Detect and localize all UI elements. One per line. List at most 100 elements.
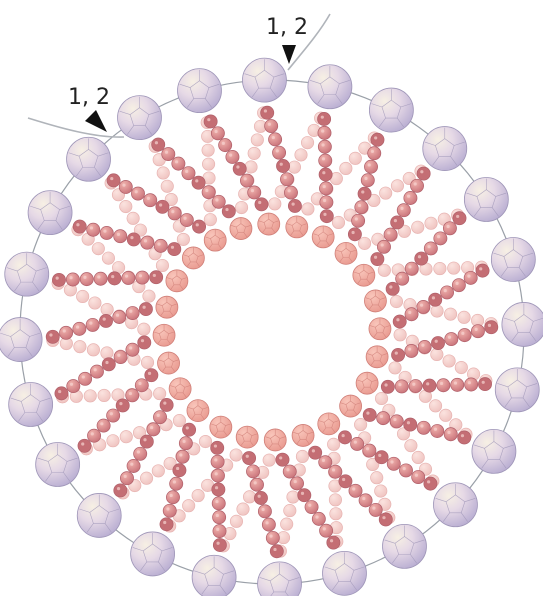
- spoke-bead-highlight: [435, 340, 438, 343]
- spoke-bead: [452, 279, 465, 292]
- spoke-bead-highlight: [94, 368, 97, 371]
- spoke-bead: [86, 318, 99, 331]
- spoke-bead: [87, 223, 100, 236]
- spoke-bead: [351, 437, 364, 450]
- outer-bead: [258, 562, 302, 596]
- back-spoke-bead: [431, 305, 443, 317]
- spoke-bead-highlight: [258, 495, 261, 498]
- spoke-bead-highlight: [408, 348, 411, 351]
- spoke-bead-highlight: [437, 235, 440, 238]
- spoke-bead: [211, 469, 224, 482]
- spoke-bead: [369, 503, 382, 516]
- spoke-bead: [172, 157, 185, 170]
- back-spoke-bead: [458, 311, 470, 323]
- spoke-bead: [126, 306, 139, 319]
- back-spoke-bead: [120, 200, 132, 212]
- outer-bead: [322, 551, 366, 595]
- spoke-bead: [387, 457, 400, 470]
- outer-bead: [308, 65, 352, 109]
- spoke-bead: [136, 271, 149, 284]
- spoke-bead: [417, 421, 430, 434]
- back-spoke-bead: [182, 499, 194, 511]
- back-spoke-bead: [141, 356, 153, 368]
- spoke-bead-highlight: [393, 418, 396, 421]
- spoke-bead: [478, 378, 491, 391]
- back-spoke-bead: [448, 262, 460, 274]
- spoke-bead-highlight: [444, 289, 447, 292]
- outer-bead: [423, 127, 467, 171]
- spoke-bead: [100, 226, 113, 239]
- spoke-bead: [160, 518, 173, 531]
- back-spoke-bead: [332, 216, 344, 228]
- spoke-bead-highlight: [321, 143, 324, 146]
- spoke-bead-highlight: [420, 304, 423, 307]
- spoke-bead-highlight: [279, 456, 282, 459]
- spoke-bead-highlight: [361, 190, 364, 193]
- spoke-bead: [377, 412, 390, 425]
- spoke-bead-highlight: [408, 311, 411, 314]
- spoke-bead-highlight: [448, 336, 451, 339]
- spoke-bead: [233, 162, 246, 175]
- outer-bead: [242, 58, 286, 102]
- spoke-bead-highlight: [456, 215, 459, 218]
- spoke-bead: [119, 180, 132, 193]
- back-spoke-bead: [199, 435, 211, 447]
- back-spoke-bead: [444, 308, 456, 320]
- spoke-bead-highlight: [246, 455, 249, 458]
- spoke-bead-highlight: [362, 497, 365, 500]
- spoke-bead: [192, 176, 205, 189]
- spoke-bead: [451, 378, 464, 391]
- spoke-bead-highlight: [479, 267, 482, 270]
- spoke-bead: [94, 272, 107, 285]
- spoke-bead-highlight: [272, 136, 275, 139]
- spoke-bead: [415, 252, 428, 265]
- back-spoke-bead: [354, 418, 366, 430]
- spoke-bead: [444, 428, 457, 441]
- spoke-bead-highlight: [371, 150, 374, 153]
- spoke-bead: [386, 282, 399, 295]
- spoke-bead: [59, 326, 72, 339]
- outer-bead: [36, 442, 80, 486]
- spoke-bead-highlight: [420, 170, 423, 173]
- spoke-bead: [160, 398, 173, 411]
- spoke-bead: [458, 431, 471, 444]
- outer-bead: [28, 191, 72, 235]
- inner-bead: [369, 318, 391, 340]
- spoke-bead-highlight: [216, 514, 219, 517]
- spoke-bead-highlight: [214, 458, 217, 461]
- spoke-bead-highlight: [250, 468, 253, 471]
- back-spoke-bead: [330, 508, 342, 520]
- spoke-bead: [298, 489, 311, 502]
- outer-bead: [67, 137, 111, 181]
- spoke-bead: [349, 484, 362, 497]
- spoke-bead: [212, 195, 225, 208]
- spoke-bead: [212, 497, 225, 510]
- back-spoke-bead: [243, 491, 255, 503]
- spoke-bead: [280, 173, 293, 186]
- inner-bead: [364, 290, 386, 312]
- spoke-bead: [153, 411, 166, 424]
- spoke-bead: [141, 236, 154, 249]
- spoke-bead: [288, 199, 301, 212]
- outer-bead: [131, 532, 175, 576]
- spoke-bead-highlight: [105, 361, 108, 364]
- back-spoke-bead: [358, 237, 370, 249]
- spoke-bead-highlight: [269, 535, 272, 538]
- spoke-bead-highlight: [394, 219, 397, 222]
- back-spoke-bead: [152, 465, 164, 477]
- spoke-bead: [393, 315, 406, 328]
- back-spoke-bead: [153, 387, 165, 399]
- spoke-bead-highlight: [171, 246, 174, 249]
- spoke-bead: [320, 210, 333, 223]
- spoke-bead: [405, 262, 418, 275]
- spoke-bead: [391, 216, 404, 229]
- spoke-bead-highlight: [420, 424, 423, 427]
- spoke-bead-highlight: [122, 184, 125, 187]
- spoke-bead: [52, 273, 65, 286]
- spoke-bead: [319, 182, 332, 195]
- back-spoke-bead: [120, 431, 132, 443]
- spoke-bead: [405, 344, 418, 357]
- arrow-down-icon: [282, 45, 296, 64]
- back-spoke-bead: [439, 409, 451, 421]
- spoke-bead-highlight: [294, 480, 297, 483]
